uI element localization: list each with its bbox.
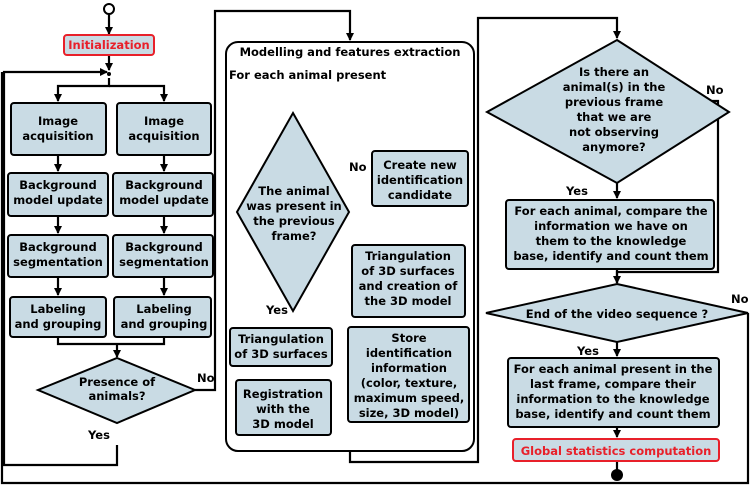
svg-text:frame?: frame?: [272, 229, 317, 243]
background-model-update-left: Background model update: [7, 172, 109, 217]
registration-box: Registration with the 3D model: [235, 379, 332, 436]
svg-text:of 3D surfaces: of 3D surfaces: [234, 347, 328, 361]
svg-text:Presence of: Presence of: [79, 375, 156, 389]
svg-text:and grouping: and grouping: [15, 317, 102, 331]
svg-text:previous frame: previous frame: [565, 95, 663, 109]
svg-text:Create new: Create new: [383, 158, 457, 172]
not-observing-decision: Is there an animal(s) in the previous fr…: [484, 38, 731, 185]
modelling-title: Modelling and features extraction: [240, 45, 461, 59]
was-present-decision: The animal was present in the previous f…: [235, 110, 351, 314]
svg-text:was present in: was present in: [246, 199, 341, 213]
svg-text:End of the video sequence ?: End of the video sequence ?: [526, 307, 708, 321]
svg-text:information to the knowledge: information to the knowledge: [516, 392, 709, 406]
svg-text:Background: Background: [19, 240, 96, 254]
svg-text:Triangulation: Triangulation: [238, 332, 324, 346]
svg-text:3D model: 3D model: [252, 417, 313, 431]
svg-text:Registration: Registration: [243, 387, 323, 401]
svg-text:Background: Background: [125, 240, 202, 254]
svg-text:candidate: candidate: [388, 188, 452, 202]
create-new-candidate-box: Create new identification candidate: [371, 150, 469, 207]
end-video-no-label: No: [731, 292, 749, 306]
labeling-grouping-right: Labeling and grouping: [113, 296, 212, 338]
svg-text:base, identify and count them: base, identify and count them: [513, 249, 708, 263]
for-each-label: For each animal present: [229, 68, 387, 82]
svg-text:not observing: not observing: [569, 125, 659, 139]
svg-text:Is there an: Is there an: [579, 65, 649, 79]
svg-text:model update: model update: [13, 193, 103, 207]
svg-text:the 3D model: the 3D model: [365, 294, 452, 308]
svg-text:Store: Store: [391, 331, 426, 345]
start-node: [103, 3, 115, 15]
svg-text:model update: model update: [119, 193, 209, 207]
svg-text:acquisition: acquisition: [22, 129, 93, 143]
svg-text:size, 3D model): size, 3D model): [359, 406, 459, 420]
store-identification-box: Store identification information (color,…: [347, 326, 470, 423]
svg-text:identification: identification: [366, 346, 452, 360]
svg-text:anymore?: anymore?: [582, 140, 645, 154]
svg-text:For each animal present in the: For each animal present in the: [514, 362, 713, 376]
svg-text:animals?: animals?: [88, 389, 145, 403]
svg-text:The animal: The animal: [258, 184, 329, 198]
svg-text:maximum speed,: maximum speed,: [354, 391, 465, 405]
not-observing-yes-label: Yes: [565, 184, 588, 198]
svg-text:Labeling: Labeling: [136, 302, 191, 316]
svg-text:and creation of: and creation of: [359, 279, 459, 293]
svg-text:the previous: the previous: [253, 214, 335, 228]
svg-text:For each animal, compare the: For each animal, compare the: [514, 204, 707, 218]
svg-text:animal(s) in the: animal(s) in the: [563, 80, 666, 94]
svg-text:last frame, compare their: last frame, compare their: [530, 377, 696, 391]
svg-text:(color, texture,: (color, texture,: [361, 376, 457, 390]
presence-of-animals-decision: Presence of animals?: [35, 356, 198, 425]
end-of-video-decision: End of the video sequence ?: [485, 282, 749, 344]
merge-node: [107, 72, 111, 76]
background-model-update-right: Background model update: [112, 172, 214, 217]
triangulation-creation-box: Triangulation of 3D surfaces and creatio…: [351, 244, 466, 318]
svg-text:and grouping: and grouping: [121, 317, 208, 331]
was-present-no-label: No: [349, 160, 367, 174]
svg-text:acquisition: acquisition: [128, 129, 199, 143]
initialization-label: Initialization: [68, 38, 149, 52]
image-acquisition-right: Image acquisition: [116, 102, 212, 156]
was-present-yes-label: Yes: [265, 303, 288, 317]
svg-text:Image: Image: [38, 114, 78, 128]
svg-text:them to the knowledge: them to the knowledge: [536, 234, 687, 248]
not-observing-no-label: No: [706, 83, 724, 97]
image-acquisition-left: Image acquisition: [10, 102, 107, 156]
labeling-grouping-left: Labeling and grouping: [9, 296, 107, 338]
svg-text:Global statistics computation: Global statistics computation: [521, 444, 712, 458]
presence-yes-label: Yes: [87, 428, 110, 442]
compare-last-box: For each animal present in the last fram…: [507, 357, 720, 428]
svg-text:that we are: that we are: [577, 110, 652, 124]
end-video-yes-label: Yes: [576, 344, 599, 358]
final-end-node: [611, 469, 623, 481]
svg-text:Image: Image: [144, 114, 184, 128]
svg-text:identification: identification: [377, 173, 463, 187]
svg-text:Labeling: Labeling: [30, 302, 85, 316]
svg-text:Triangulation: Triangulation: [365, 249, 451, 263]
global-statistics-box: Global statistics computation: [512, 438, 720, 462]
background-segmentation-right: Background segmentation: [112, 234, 214, 278]
compare-previous-box: For each animal, compare the information…: [505, 199, 715, 270]
svg-text:information we have on: information we have on: [534, 219, 688, 233]
background-segmentation-left: Background segmentation: [7, 234, 109, 278]
svg-text:Background: Background: [125, 178, 202, 192]
svg-text:segmentation: segmentation: [119, 255, 209, 269]
initialization-box: Initialization: [63, 34, 155, 56]
svg-text:of 3D surfaces: of 3D surfaces: [361, 264, 455, 278]
svg-text:with the: with the: [256, 402, 310, 416]
svg-text:Background: Background: [19, 178, 96, 192]
svg-text:segmentation: segmentation: [13, 255, 103, 269]
svg-text:base, identify and count them: base, identify and count them: [515, 407, 710, 421]
svg-text:information: information: [371, 361, 447, 375]
triangulation-surfaces-box: Triangulation of 3D surfaces: [229, 327, 333, 367]
presence-no-label: No: [197, 371, 215, 385]
